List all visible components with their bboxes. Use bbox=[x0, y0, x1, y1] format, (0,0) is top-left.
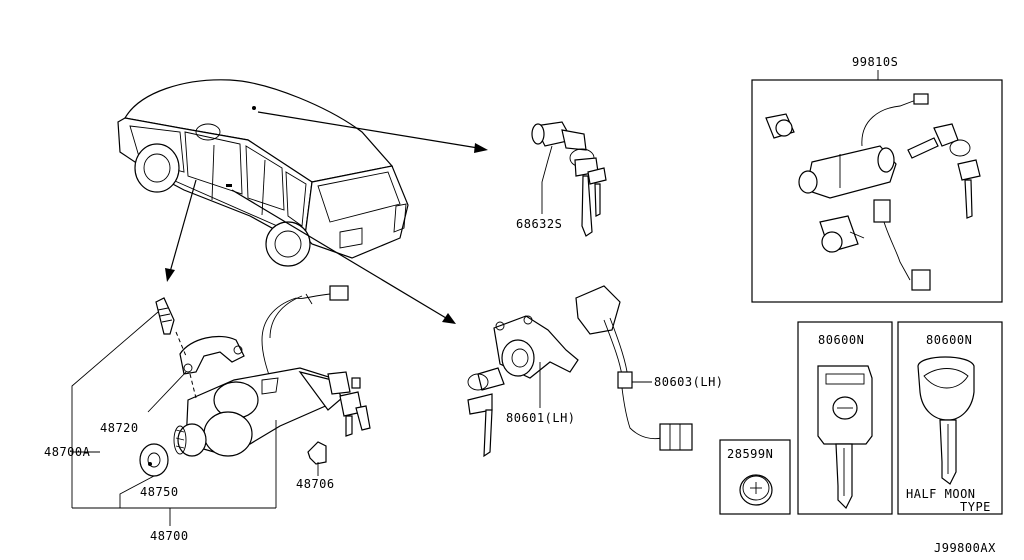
vehicle-illustration bbox=[117, 79, 409, 267]
label-48720: 48720 bbox=[100, 421, 139, 435]
key-icon bbox=[817, 365, 873, 510]
leader-arrows bbox=[165, 111, 488, 324]
kit-99810s-parts bbox=[765, 93, 981, 291]
kit-99810s-box bbox=[751, 79, 1003, 303]
part-68632s bbox=[531, 121, 607, 237]
part-80603lh bbox=[575, 285, 693, 451]
label-68632s: 68632S bbox=[516, 217, 562, 231]
label-half-moon: HALF MOON bbox=[906, 487, 976, 501]
part-28599n-box bbox=[719, 439, 791, 515]
label-48700a: 48700A bbox=[44, 445, 91, 459]
part-80601lh bbox=[467, 315, 579, 458]
label-28599n: 28599N bbox=[727, 447, 773, 461]
label-48750: 48750 bbox=[140, 485, 179, 499]
label-99810s: 99810S bbox=[852, 55, 898, 69]
label-80600n-b: 80600N bbox=[926, 333, 972, 347]
battery-icon bbox=[739, 474, 773, 506]
alignment-dashed-line-2 bbox=[189, 373, 197, 399]
label-48700: 48700 bbox=[150, 529, 189, 543]
part-ignition-assembly bbox=[139, 285, 371, 477]
label-80600n-a: 80600N bbox=[818, 333, 864, 347]
label-48706: 48706 bbox=[296, 477, 335, 491]
label-80603lh: 80603(LH) bbox=[654, 375, 724, 389]
diagram-id: J99800AX bbox=[934, 541, 996, 555]
part-80600n-box-a bbox=[797, 321, 893, 515]
leaders-48700-group bbox=[71, 311, 319, 526]
label-type: TYPE bbox=[960, 500, 991, 514]
half-moon-key-icon bbox=[917, 356, 975, 485]
label-80601lh: 80601(LH) bbox=[506, 411, 576, 425]
alignment-dashed-line bbox=[175, 331, 187, 357]
part-80600n-box-b bbox=[897, 321, 1003, 515]
